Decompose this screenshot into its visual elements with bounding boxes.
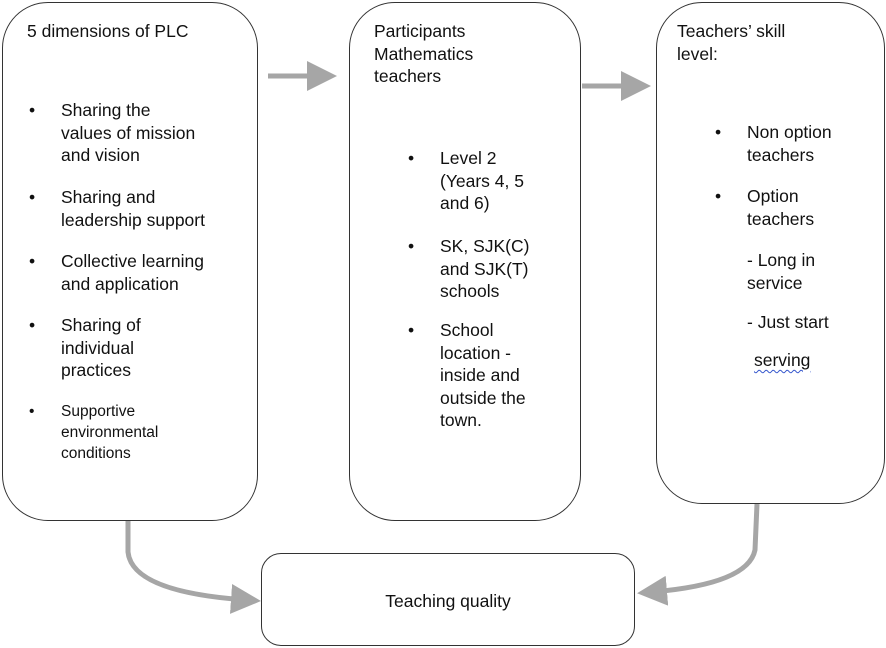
skill-title: Teachers’ skill level: [677, 21, 786, 64]
participants-item: Level 2 (Years 4, 5 and 6) [408, 147, 524, 215]
participants-item: SK, SJK(C) and SJK(T) schools [408, 235, 530, 303]
skill-item: Option teachers [715, 185, 814, 230]
plc-item: Supportive environmental conditions [29, 401, 158, 464]
teaching-quality-box: Teaching quality [261, 553, 635, 646]
plc-item: Sharing the values of mission and vision [29, 99, 195, 167]
plc-title: 5 dimensions of PLC [27, 21, 189, 41]
teaching-quality-label: Teaching quality [385, 591, 511, 611]
skill-subitem: - Long in service [747, 250, 816, 293]
participants-box: Participants Mathematics teachers Level … [349, 2, 581, 521]
arrow-plc-to-quality [125, 521, 261, 614]
skill-level-box: Teachers’ skill level: Non option teache… [656, 2, 885, 504]
plc-dimensions-box: 5 dimensions of PLC Sharing the values o… [2, 2, 258, 521]
arrow-skill-to-quality [637, 503, 760, 606]
plc-item: Collective learning and application [29, 250, 204, 295]
participants-item: School location - inside and outside the… [408, 319, 525, 432]
skill-item: Non option teachers [715, 121, 832, 166]
plc-item: Sharing of individual practices [29, 314, 141, 382]
plc-item: Sharing and leadership support [29, 186, 205, 231]
participants-title: Participants Mathematics teachers [374, 21, 474, 86]
skill-subitem: - Just start [747, 312, 829, 332]
skill-subitem-tail: serving [754, 350, 811, 370]
